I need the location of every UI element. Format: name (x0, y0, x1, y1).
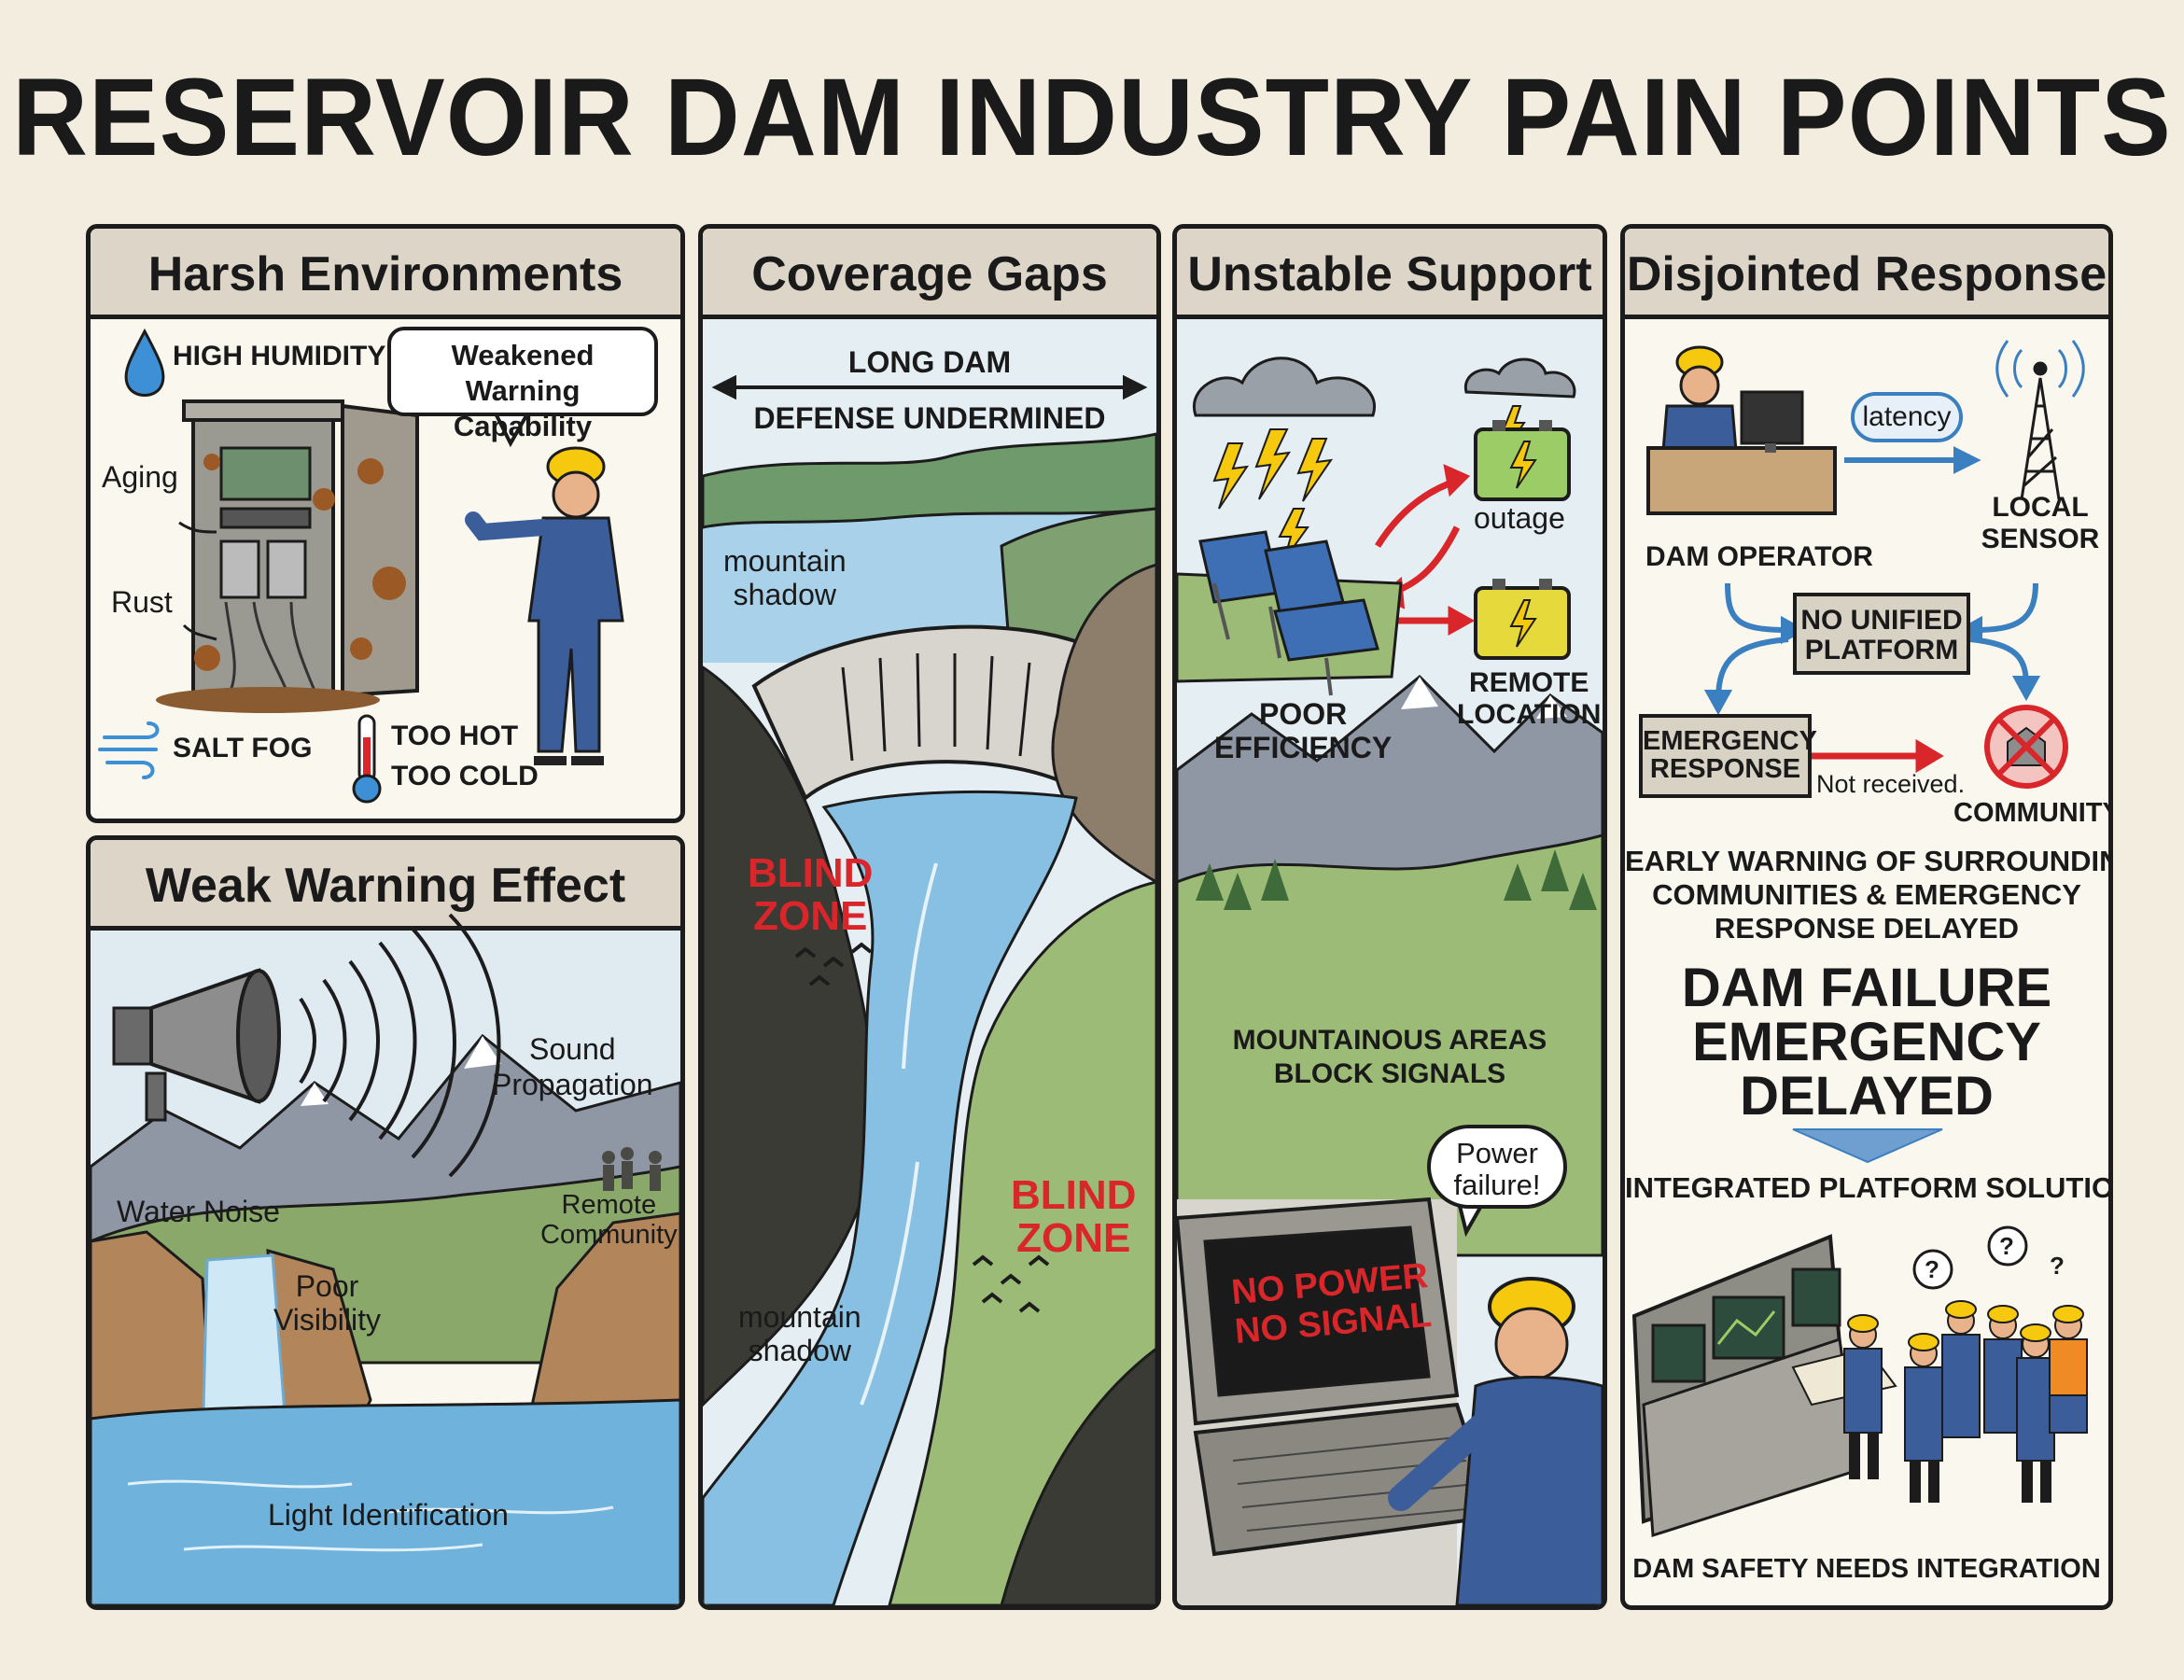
box-emergency-response: EMERGENCY RESPONSE (1639, 714, 1817, 798)
panel-heading: Unstable Support (1177, 229, 1603, 319)
label-sound-propagation: Sound Propagation (492, 1032, 653, 1101)
label-blind-zone-left: BLIND ZONE (748, 850, 874, 939)
panel-weak-warning-effect: Weak Warning Effect (86, 835, 685, 1610)
label-early-warning: EARLY WARNING OF SURROUNDING COMMUNITIES… (1625, 845, 2113, 945)
question-mark-3: ? (2050, 1252, 2065, 1280)
harsh-illustration (98, 328, 624, 804)
weak-warning-illustration (91, 913, 680, 1605)
page-title: RESERVOIR DAM INDUSTRY PAIN POINTS (12, 55, 2172, 179)
label-outage: outage (1474, 501, 1565, 535)
disjointed-illustration: ? ? ? (1631, 340, 2088, 1538)
worker-figure-icon (465, 446, 624, 765)
label-poor-visibility: Poor Visibility (273, 1269, 381, 1337)
label-remote-location: REMOTE LOCATION (1457, 667, 1602, 730)
label-rust: Rust (111, 585, 173, 619)
water-drop-icon (124, 328, 165, 397)
wind-icon (98, 721, 160, 779)
sound-waves-icon (299, 913, 501, 1178)
panel-unstable-support: Unstable Support (1172, 224, 1607, 1610)
worker-at-terminal-icon (1388, 1277, 1603, 1605)
label-too-cold: TOO COLD (391, 761, 539, 791)
long-dam-arrow-icon (711, 374, 1148, 400)
storm-cloud-icon (1192, 357, 1576, 417)
label-defense-undermined: DEFENSE UNDERMINED (753, 401, 1106, 435)
label-long-dam: LONG DAM (847, 345, 1012, 379)
panel-heading: Weak Warning Effect (91, 840, 680, 931)
question-bubble-icon (1912, 1225, 2028, 1290)
label-dam-failure-emergency-delayed: DAM FAILURE EMERGENCY DELAYED (1681, 958, 2052, 1127)
label-high-humidity: HIGH HUMIDITY (173, 341, 386, 371)
panel-heading: Harsh Environments (91, 229, 680, 319)
question-mark-2: ? (1999, 1232, 2014, 1260)
battery-yellow-icon (1474, 579, 1571, 660)
bubble-latency: latency (1851, 392, 1963, 442)
label-integrated-platform: INTEGRATED PLATFORM SOLUTIONS (1625, 1171, 2113, 1204)
panel-heading: Coverage Gaps (703, 229, 1156, 319)
operator-desk-icon (1646, 345, 1837, 515)
label-not-received: Not received. (1816, 770, 1966, 798)
label-community: COMMUNITY (1953, 798, 2113, 828)
down-arrow-icon (1792, 1128, 1943, 1164)
label-aging: Aging (102, 460, 178, 494)
unstable-illustration (1177, 357, 1603, 1605)
thermometer-icon (352, 714, 382, 804)
panel-coverage-gaps: Coverage Gaps (698, 224, 1161, 1610)
solar-panel-icon (1198, 530, 1379, 662)
label-local-sensor: LOCAL SENSOR (1981, 492, 2100, 554)
signal-tower-icon (1995, 340, 2085, 500)
box-no-unified-platform: NO UNIFIED PLATFORM (1793, 593, 1970, 675)
megaphone-icon (112, 968, 281, 1122)
panel-harsh-environments: Harsh Environments (86, 224, 685, 823)
label-light-identification: Light Identification (268, 1498, 509, 1532)
remote-people-icon (602, 1147, 662, 1191)
label-dam-operator: DAM OPERATOR (1645, 541, 1873, 572)
computer-terminal-icon (1177, 1197, 1497, 1605)
label-remote-community: Remote Community (540, 1190, 678, 1250)
battery-green-icon (1474, 420, 1571, 501)
label-too-hot: TOO HOT (391, 721, 519, 751)
label-salt-fog: SALT FOG (173, 733, 313, 763)
label-water-noise: Water Noise (117, 1195, 280, 1228)
birds-icon (794, 942, 1050, 1313)
panel-disjointed-response: Disjointed Response (1620, 224, 2113, 1610)
label-mountain-shadow-bottom: mountain shadow (738, 1300, 861, 1367)
panel-heading: Disjointed Response (1625, 229, 2108, 319)
label-dam-safety: DAM SAFETY NEEDS INTEGRATION (1632, 1554, 2101, 1584)
coverage-illustration (703, 374, 1156, 1605)
label-mountainous-areas: MOUNTAINOUS AREAS BLOCK SIGNALS (1232, 1025, 1547, 1089)
question-mark-1: ? (1925, 1255, 1939, 1283)
rusty-cabinet-icon (156, 399, 419, 713)
label-blind-zone-right: BLIND ZONE (1011, 1172, 1137, 1261)
label-poor-efficiency: POOR EFFICIENCY (1214, 697, 1393, 764)
community-blocked-icon (1984, 705, 2068, 789)
team-figures-icon (1843, 1300, 2088, 1503)
label-mountain-shadow-top: mountain shadow (723, 544, 847, 611)
bubble-power-failure: Power failure! (1427, 1125, 1567, 1209)
river-icon (703, 790, 1078, 1605)
bubble-weakened-warning: Weakened Warning Capability (387, 327, 658, 442)
